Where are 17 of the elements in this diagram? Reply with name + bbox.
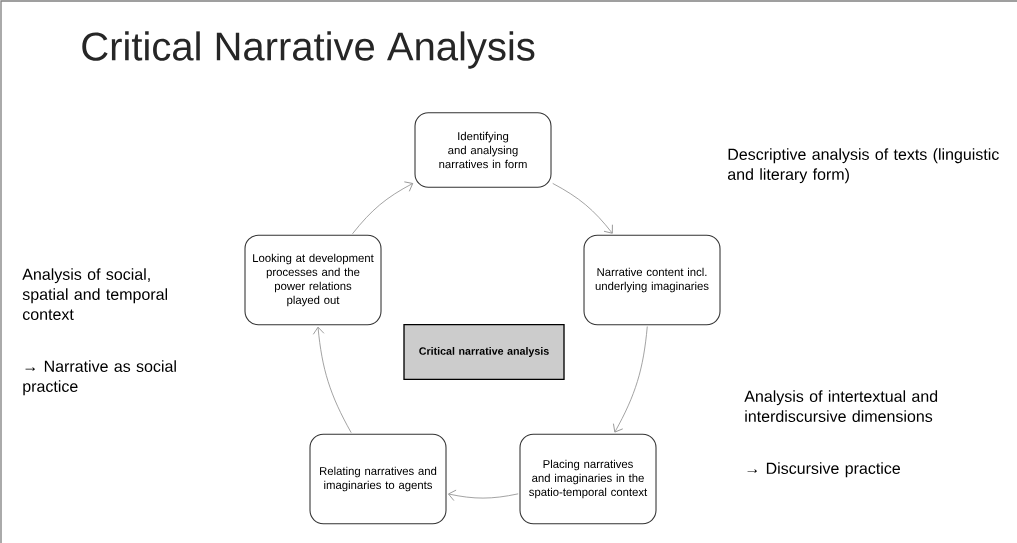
side-note: → Narrative as social practice (23, 360, 176, 396)
process-box: Narrative content incl. underlying imaginaries (583, 234, 721, 326)
process-box: Placing narratives and imaginaries in the spatio-temporal context (519, 433, 657, 525)
arrow (448, 489, 519, 501)
arrow (312, 326, 352, 434)
side-note: Analysis of social, spatial and temporal context (22, 268, 168, 320)
arrow (352, 181, 414, 235)
side-note: Analysis of intertextual and interdiscursive dimensions (744, 390, 938, 422)
side-note: Descriptive analysis of texts (linguistic and literary form) (727, 148, 999, 184)
center-box: Critical narrative analysis (403, 324, 565, 380)
arrow (552, 183, 613, 234)
arrow (613, 326, 648, 433)
slide-title: Critical Narrative Analysis (82, 31, 535, 69)
process-box: Looking at development processes and the power relations played out (244, 234, 382, 326)
process-box: Identifying and analysing narratives in form (414, 112, 552, 188)
side-note: → Discursive practice (747, 462, 900, 478)
process-box: Relating narratives and imaginaries to agents (309, 433, 447, 525)
